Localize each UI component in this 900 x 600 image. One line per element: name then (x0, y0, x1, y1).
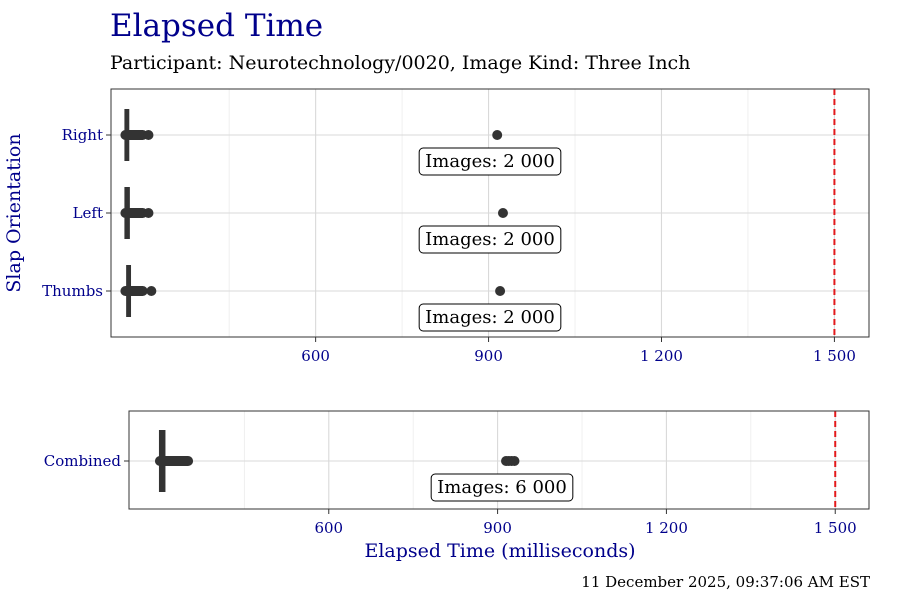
category-label-thumbs: Thumbs (42, 282, 103, 300)
outlier-point (143, 130, 154, 140)
count-label: Images: 2 000 (425, 307, 555, 328)
outlier-point (495, 286, 506, 296)
count-label-box (418, 147, 562, 176)
x-tick-label: 900 (483, 519, 512, 537)
x-tick-label: 1 500 (814, 519, 857, 537)
x-tick-label: 900 (474, 347, 503, 365)
x-tick-label: 1 200 (645, 519, 688, 537)
count-label: Images: 6 000 (437, 477, 567, 498)
panel-border (110, 88, 870, 338)
x-tick-label: 600 (314, 519, 343, 537)
x-tick-label: 1 500 (813, 347, 856, 365)
x-axis-label: Elapsed Time (milliseconds) (364, 540, 636, 562)
outlier-point (143, 208, 154, 218)
count-label: Images: 2 000 (425, 229, 555, 250)
chart-subtitle: Participant: Neurotechnology/0020, Image… (110, 52, 691, 74)
outlier-point (146, 286, 157, 296)
outlier-point (509, 456, 520, 466)
timestamp-footer: 11 December 2025, 09:37:06 AM EST (581, 573, 870, 591)
category-label-combined: Combined (44, 452, 122, 470)
outlier-point (497, 208, 508, 218)
count-label-box (418, 303, 562, 332)
panel-border (128, 410, 870, 510)
count-label-box (418, 225, 562, 254)
x-tick-label: 1 200 (640, 347, 683, 365)
count-label-box (430, 473, 574, 502)
category-label-left: Left (73, 204, 103, 222)
chart-title: Elapsed Time (110, 8, 324, 44)
count-label: Images: 2 000 (425, 151, 555, 172)
category-label-right: Right (62, 126, 103, 144)
outlier-point (492, 130, 503, 140)
x-tick-label: 600 (301, 347, 330, 365)
